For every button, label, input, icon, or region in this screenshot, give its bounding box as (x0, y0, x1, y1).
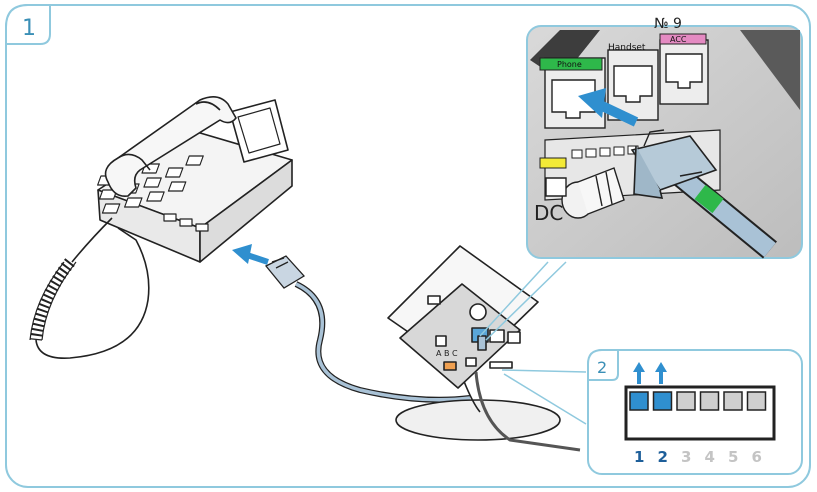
dip-switch-4 (699, 391, 720, 411)
switch1-up-arrow-icon (633, 362, 645, 372)
desk-telephone (97, 96, 293, 263)
phone-jack (551, 79, 596, 119)
port-closeup-inset: Phone Handset ACC № 9 DC (526, 16, 803, 259)
phone-port-label: Phone (557, 60, 582, 69)
switch1-up-arrow (637, 370, 641, 384)
callout-lines (479, 261, 587, 425)
dip-switch-number-1: 1 (634, 448, 644, 466)
telephone-cable (295, 282, 471, 402)
acc-label-bar (659, 33, 707, 45)
handset-jack (613, 65, 653, 103)
dc-port-label: DC (534, 201, 563, 225)
inset-rj-plug (630, 135, 718, 199)
dip-switch-2 (652, 391, 673, 411)
coiled-cord (29, 217, 150, 359)
switch2-up-arrow-icon (655, 362, 667, 372)
panel-number-label: № 9 (654, 16, 682, 32)
phone-label-bar (539, 57, 603, 71)
dip-switch-5 (723, 391, 743, 411)
dip-switch-number-3: 3 (681, 448, 691, 466)
acc-port-label: ACC (670, 35, 687, 44)
dip-switch-number-4: 4 (705, 448, 715, 466)
dip-switch-6 (746, 391, 767, 411)
dip-switch-number-6: 6 (752, 448, 762, 466)
step2-label: 2 (597, 358, 607, 377)
outer-frame (5, 4, 811, 488)
dip-switch-1 (629, 391, 649, 411)
rj-plug (264, 255, 306, 289)
switch2-up-arrow (659, 370, 663, 384)
step2-badge: 2 (587, 349, 619, 381)
step1-badge: 1 (5, 4, 51, 45)
dip-switch-number-2: 2 (658, 448, 668, 466)
dip-switch-cells (629, 391, 767, 411)
dip-switch-3 (676, 391, 696, 411)
step1-label: 1 (22, 16, 36, 41)
dc-plug (545, 167, 625, 219)
handset-port-label: Handset (608, 43, 646, 53)
acc-jack (665, 53, 703, 89)
inset-cable (674, 169, 776, 257)
dc-label-bar (539, 157, 567, 169)
insert-arrow-head-icon (578, 88, 606, 118)
insert-arrow (595, 99, 639, 127)
headset-base-station: A B C (387, 245, 581, 452)
arrow-head-phone-icon (232, 244, 252, 264)
dip-switch-number-5: 5 (728, 448, 738, 466)
switch-letters: A B C (436, 349, 458, 358)
